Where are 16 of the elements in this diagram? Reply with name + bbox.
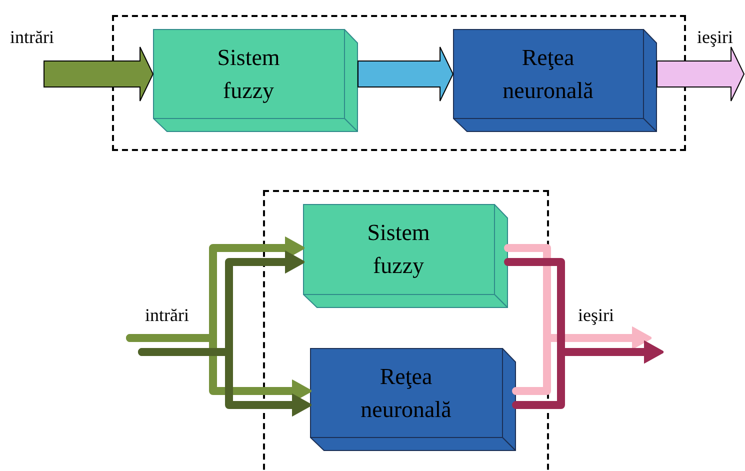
arrow — [512, 326, 652, 395]
arrow — [512, 340, 664, 409]
dashed-boundary — [263, 190, 549, 471]
io-label: ieşiri — [578, 305, 614, 325]
io-label: intrări — [145, 305, 189, 325]
io-label: intrări — [10, 27, 54, 47]
arrow — [138, 348, 312, 416]
box-label: Reţea neuronală — [360, 362, 452, 424]
block-arrow — [358, 46, 454, 102]
block-arrow — [44, 46, 154, 102]
box-label: Sistem fuzzy — [216, 44, 281, 105]
box-label: Reţea neuronală — [502, 44, 594, 104]
block-arrow — [656, 46, 745, 102]
dashed-boundary — [112, 15, 686, 151]
io-label: ieşiri — [697, 27, 733, 47]
box-label: Sistem fuzzy — [366, 219, 431, 280]
